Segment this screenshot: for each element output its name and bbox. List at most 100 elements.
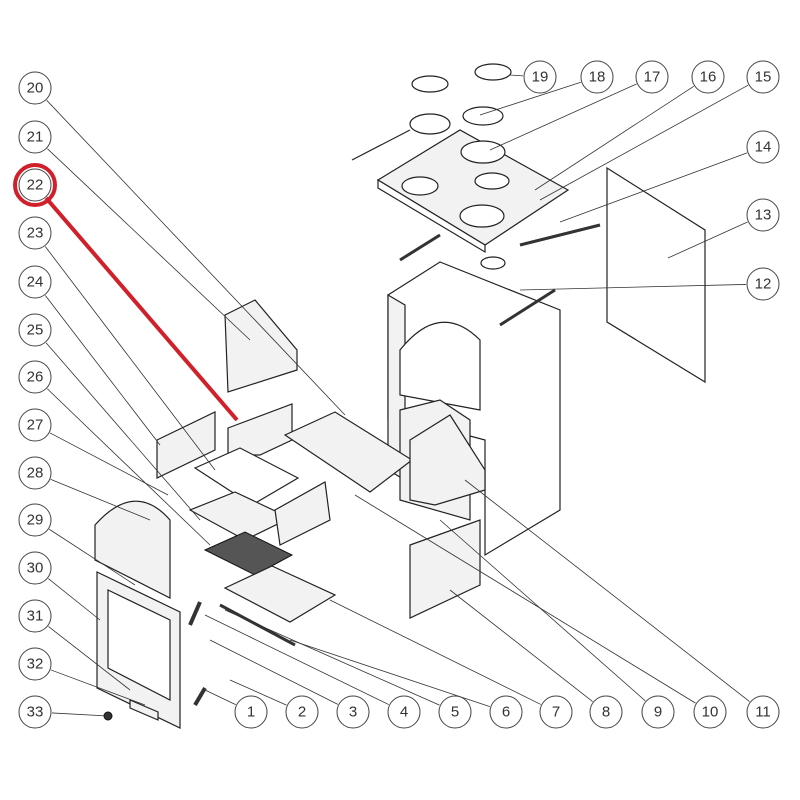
- hob-ring: [459, 204, 505, 228]
- callout-number: 14: [755, 139, 772, 156]
- callout-28: 28: [18, 456, 52, 490]
- leader-line-21: [47, 148, 251, 341]
- callout-circle: [589, 695, 623, 729]
- highlight-ring: [13, 163, 57, 207]
- callout-circle: [746, 60, 780, 94]
- hob-ring: [460, 140, 506, 164]
- callout-16: 16: [691, 60, 725, 94]
- side-panel: [606, 166, 706, 384]
- callout-circle: [18, 120, 52, 154]
- callout-12: 12: [746, 267, 780, 301]
- leader-line-31: [48, 626, 131, 691]
- leader-line-33: [51, 712, 109, 717]
- callout-number: 17: [644, 69, 661, 86]
- callout-circle: [18, 168, 52, 202]
- callout-23: 23: [18, 216, 52, 250]
- callout-circle: [336, 695, 370, 729]
- leader-line-6: [289, 639, 490, 708]
- callout-circle: [691, 60, 725, 94]
- callout-number: 6: [502, 704, 510, 721]
- callout-number: 3: [349, 704, 357, 721]
- callout-circle: [18, 456, 52, 490]
- leader-line-15: [539, 84, 749, 201]
- leader-line-3: [209, 639, 338, 705]
- highlighted-leader-line-22: [44, 196, 239, 422]
- leader-line-29: [49, 528, 136, 586]
- door-glass: [107, 589, 171, 701]
- callout-circle: [693, 695, 727, 729]
- leader-line-19: [509, 74, 524, 77]
- callout-number: 5: [451, 704, 459, 721]
- flue-hole: [480, 256, 506, 270]
- callout-circle: [641, 695, 675, 729]
- leader-line-13: [667, 221, 748, 259]
- callout-number: 19: [532, 69, 549, 86]
- oven-arch: [399, 321, 481, 411]
- callout-circle: [539, 695, 573, 729]
- callout-circle: [489, 695, 523, 729]
- callout-number: 21: [27, 129, 44, 146]
- callout-6: 6: [489, 695, 523, 729]
- name-plate: [129, 699, 159, 721]
- callout-17: 17: [635, 60, 669, 94]
- hob-lid: [411, 75, 449, 93]
- leader-line-8: [449, 589, 593, 702]
- callout-24: 24: [18, 265, 52, 299]
- callout-30: 30: [18, 551, 52, 585]
- callout-number: 33: [27, 704, 44, 721]
- callout-21: 21: [18, 120, 52, 154]
- leader-line-25: [45, 342, 201, 521]
- callout-number: 10: [702, 704, 719, 721]
- leader-line-20: [46, 100, 346, 416]
- leader-line-17: [489, 83, 637, 151]
- rail: [499, 288, 556, 327]
- callout-10: 10: [693, 695, 727, 729]
- callout-circle: [635, 60, 669, 94]
- callout-number: 15: [755, 69, 772, 86]
- callout-circle: [18, 216, 52, 250]
- front-baffle: [409, 414, 486, 506]
- fire-grate: [203, 531, 294, 576]
- leader-line-1: [204, 689, 236, 706]
- leader-line-32: [50, 669, 146, 706]
- callout-33: 33: [18, 695, 52, 729]
- side-grate-right: [274, 481, 331, 546]
- callout-number: 2: [298, 704, 306, 721]
- leader-line-2: [229, 679, 287, 706]
- top-plate-edge: [377, 178, 486, 254]
- hob-ring: [401, 176, 439, 196]
- hob-ring: [474, 172, 510, 190]
- callout-number: 7: [552, 704, 560, 721]
- callout-number: 20: [27, 80, 44, 97]
- callout-number: 9: [654, 704, 662, 721]
- oven-door: [94, 500, 171, 599]
- callout-number: 27: [27, 417, 44, 434]
- callout-4: 4: [387, 695, 421, 729]
- callout-number: 29: [27, 512, 44, 529]
- callout-circle: [387, 695, 421, 729]
- callout-9: 9: [641, 695, 675, 729]
- leader-line-24: [45, 295, 161, 446]
- callout-25: 25: [18, 313, 52, 347]
- callout-number: 13: [755, 207, 772, 224]
- callout-22: 22: [13, 163, 57, 207]
- callout-circle: [18, 408, 52, 442]
- callout-7: 7: [539, 695, 573, 729]
- leader-lines: [44, 74, 750, 717]
- door-handle: [193, 686, 207, 707]
- callout-circle: [580, 60, 614, 94]
- callout-circle: [18, 71, 52, 105]
- callout-32: 32: [18, 647, 52, 681]
- callout-circle: [234, 695, 268, 729]
- callout-circle: [523, 60, 557, 94]
- callout-number: 18: [589, 69, 606, 86]
- callout-number: 25: [27, 322, 44, 339]
- callout-number: 8: [602, 704, 610, 721]
- callout-circle: [18, 313, 52, 347]
- callout-11: 11: [746, 695, 780, 729]
- callout-27: 27: [18, 408, 52, 442]
- flue-collar: [474, 63, 512, 81]
